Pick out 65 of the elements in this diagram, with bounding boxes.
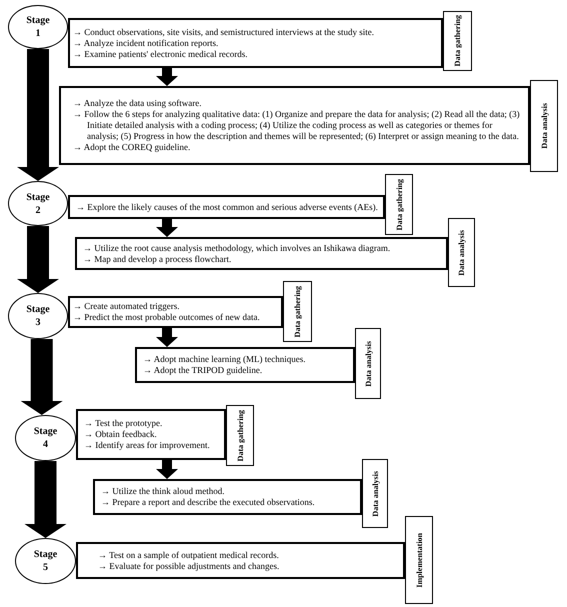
phase-label: Data analysis (370, 470, 380, 516)
bullet-text: → Adopt the COREQ guideline. (73, 142, 192, 153)
stage-label: Stage 5 (32, 548, 58, 574)
phase-label: Data gathering (453, 15, 462, 67)
block-arrow (156, 328, 178, 347)
activity-box (76, 409, 226, 460)
stage-ellipse (8, 181, 68, 226)
block-arrow (156, 460, 178, 479)
stage-label: Stage 1 (25, 14, 51, 40)
bullet-text: → Evaluate for possible adjustments and changes. (98, 560, 280, 572)
stage-ellipse (15, 415, 76, 461)
bullet-text: → Explore the likely causes of the most common and serious adverse events (AEs). (76, 202, 379, 212)
block-arrow (24, 461, 66, 538)
bullet-text: → Follow the 6 steps for analyzing qualitative data: (1) Organize and prepare the data for analysis; (2) Read all the data; (3) Initiate detailed analysis with a coding process; (4) Utilize the coding process as well as categories or themes for analysis; (5) Progress in how the description and themes will be represented; (6) Interpret or assign meaning to the data. (73, 109, 521, 142)
bullet-text: → Identify areas for improvement. (84, 440, 211, 451)
phase-tag (226, 405, 254, 466)
stage-ellipse (8, 293, 68, 339)
bullet-text: → Examine patients' electronic medical records. (73, 48, 249, 60)
bullet-text: → Create automated triggers. (73, 301, 180, 312)
phase-tag (385, 174, 413, 235)
bullet-text: → Map and develop a process flowchart. (83, 254, 232, 264)
bullet-text: → Predict the most probable outcomes of new data. (73, 312, 261, 323)
bullet-text: → Obtain feedback. (84, 429, 158, 440)
stage-label: Stage 4 (32, 425, 58, 451)
activity-box (68, 195, 385, 219)
bullet-text: → Utilize the think aloud method. (101, 486, 226, 497)
phase-label: Data analysis (540, 103, 548, 149)
phase-label: Data gathering (293, 286, 302, 338)
activity-box (75, 237, 448, 270)
stage-label: Stage 3 (25, 303, 51, 329)
activity-box (76, 542, 405, 579)
bullet-text: → Test the prototype. (84, 418, 164, 429)
phase-tag (283, 281, 312, 342)
block-arrow (156, 68, 178, 86)
phase-label: Data gathering (394, 178, 404, 230)
stage-ellipse (15, 538, 76, 584)
bullet-text: → Adopt the TRIPOD guideline. (143, 365, 264, 376)
activity-box (68, 18, 443, 68)
phase-tag (443, 11, 472, 71)
activity-box (59, 86, 530, 165)
block-arrow (156, 219, 178, 237)
block-arrow (17, 226, 59, 293)
phase-tag (362, 459, 388, 528)
bullet-text: → Adopt machine learning (ML) techniques. (143, 354, 306, 365)
phase-label: Data analysis (457, 230, 466, 276)
bullet-text: → Analyze the data using software. (73, 98, 202, 109)
stage-label: Stage 2 (25, 190, 51, 216)
bullet-text: → Utilize the root cause analysis methodology, which involves an Ishikawa diagram. (83, 242, 392, 254)
bullet-text: → Test on a sample of outpatient medical records. (98, 550, 280, 560)
block-arrow (20, 339, 63, 415)
phase-label: Data analysis (364, 340, 372, 386)
activity-box (93, 479, 362, 515)
phase-tag (355, 328, 381, 399)
phase-tag (405, 516, 433, 604)
bullet-text: → Analyze incident notification reports. (73, 38, 220, 48)
phase-tag (530, 80, 558, 172)
phase-tag (448, 218, 475, 287)
phase-label: Implementation (414, 532, 424, 588)
activity-box (68, 296, 283, 328)
phase-label: Data gathering (236, 410, 244, 462)
bullet-text: → Conduct observations, site visits, and semistructured interviews at the study site. (73, 26, 375, 38)
activity-box (135, 347, 355, 383)
stage-ellipse (8, 5, 68, 49)
bullet-text: → Prepare a report and describe the executed observations. (101, 497, 316, 508)
block-arrow (17, 49, 59, 181)
